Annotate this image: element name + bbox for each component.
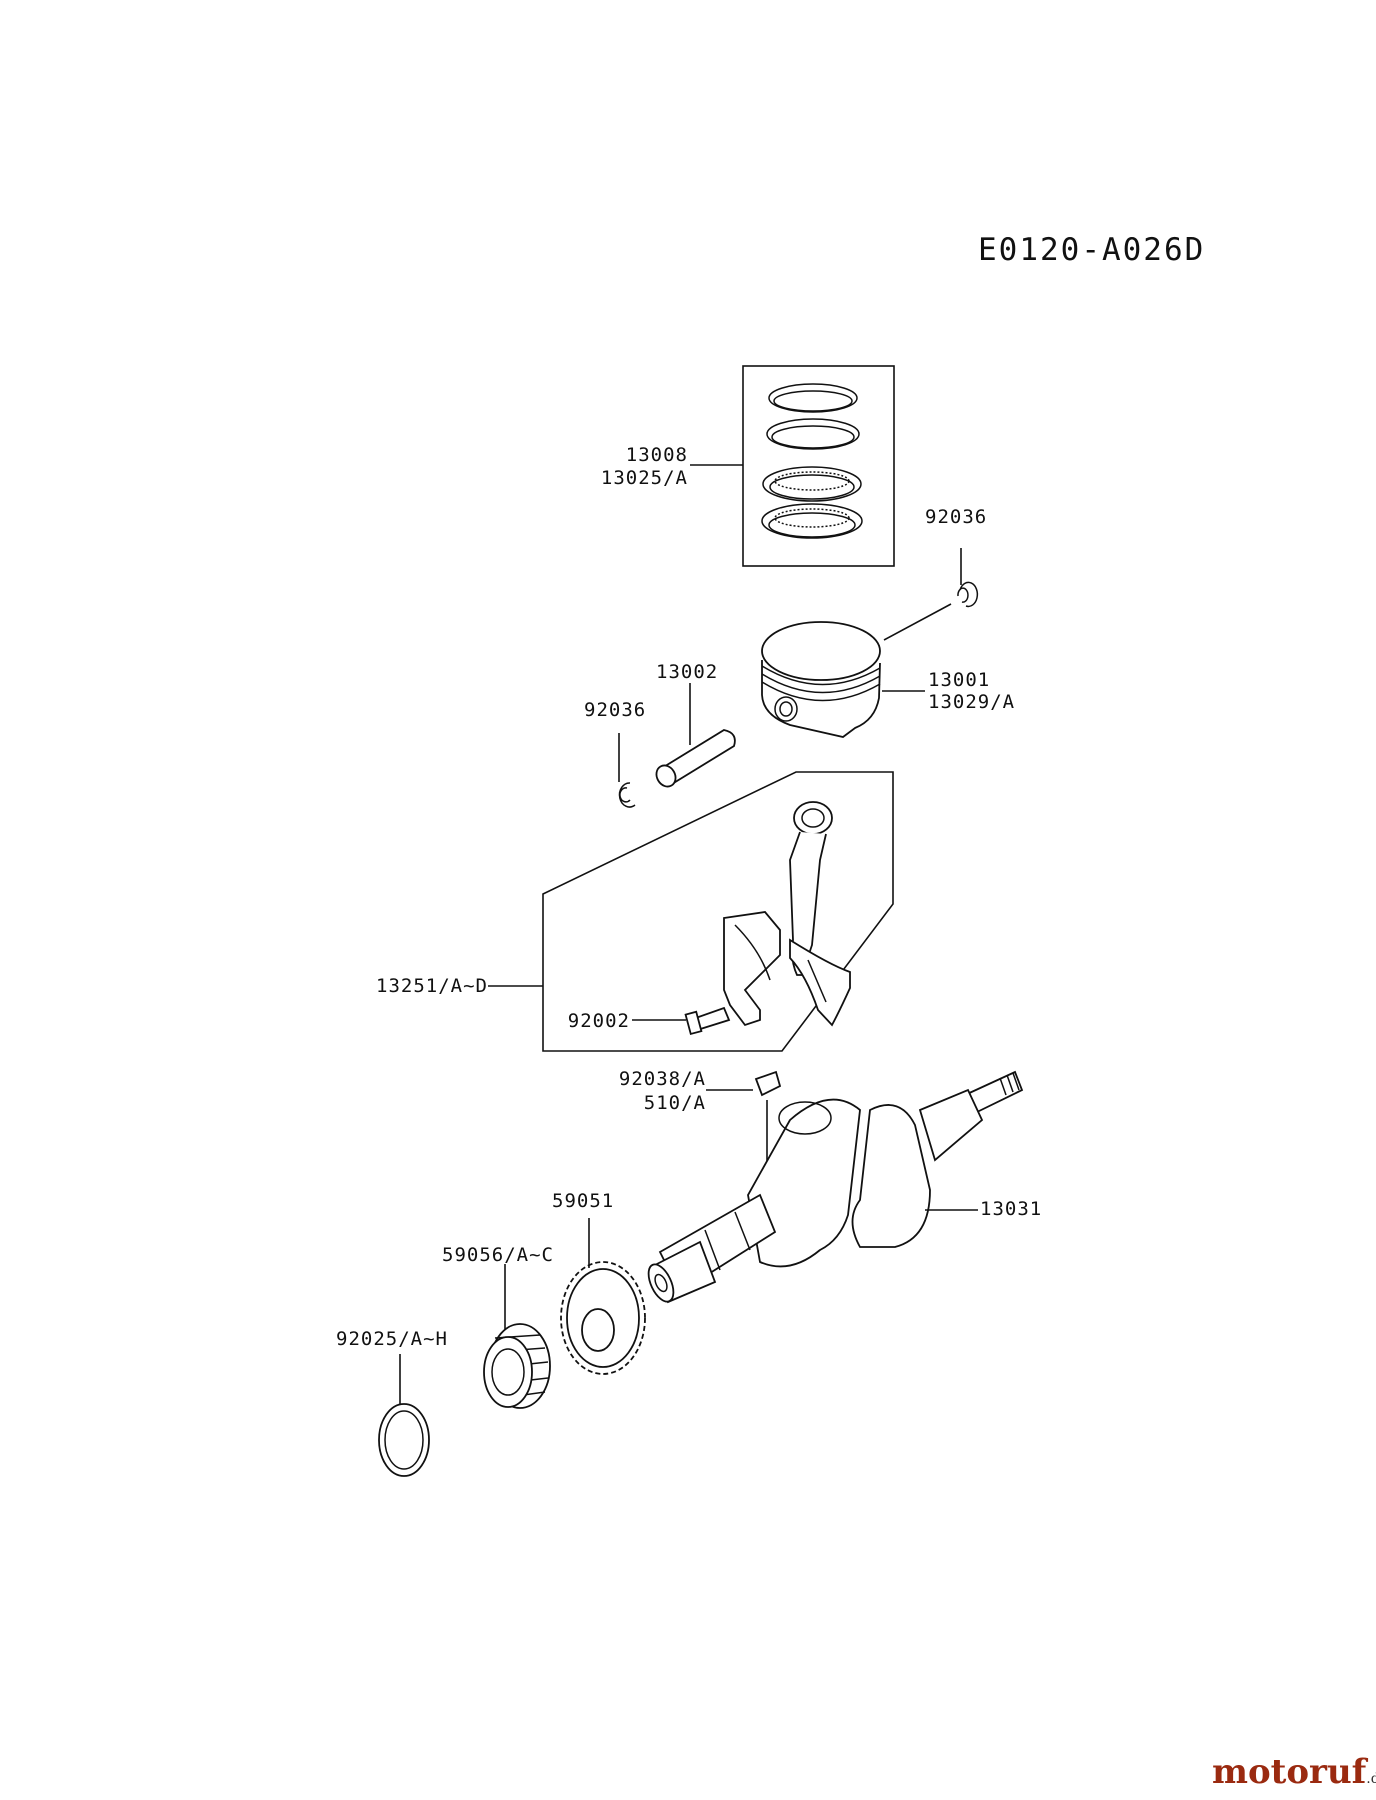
label-clip-lower: 92036	[584, 699, 647, 721]
label-rod-bolt: 92002	[567, 1010, 630, 1032]
watermark-brand: motoruf	[1212, 1752, 1367, 1792]
label-key-2: 510/A	[643, 1092, 706, 1114]
spur-gear-illustration	[560, 1218, 646, 1375]
label-connecting-rod: 13251/A~D	[376, 975, 488, 997]
label-piston-pin: 13002	[656, 661, 719, 683]
label-piston-rings-2: 13025/A	[600, 467, 688, 489]
label-piston-1: 13001	[928, 669, 991, 691]
helical-gear-illustration	[483, 1264, 551, 1409]
label-piston-rings-1: 13008	[625, 444, 688, 466]
label-crankshaft: 13031	[980, 1198, 1043, 1220]
label-helical-gear: 59056/A~C	[442, 1244, 554, 1266]
connecting-rod-illustration	[488, 771, 894, 1052]
label-gear: 59051	[552, 1190, 615, 1212]
piston-illustration	[761, 621, 925, 738]
piston-rings-illustration	[690, 365, 895, 567]
diagram-code: E0120-A026D	[978, 232, 1206, 268]
piston-pin-illustration	[655, 683, 736, 788]
crankshaft-illustration	[647, 1070, 1024, 1304]
clip-upper-illustration	[883, 548, 979, 641]
washer-illustration	[378, 1354, 430, 1477]
label-clip-upper: 92036	[925, 506, 988, 528]
label-key-1: 92038/A	[618, 1068, 706, 1090]
watermark-logo: motoruf.de	[1212, 1752, 1376, 1792]
label-washer: 92025/A~H	[336, 1328, 448, 1350]
label-piston-2: 13029/A	[928, 691, 1016, 713]
clip-lower-illustration	[618, 733, 636, 808]
watermark-tld: .de	[1366, 1771, 1376, 1787]
